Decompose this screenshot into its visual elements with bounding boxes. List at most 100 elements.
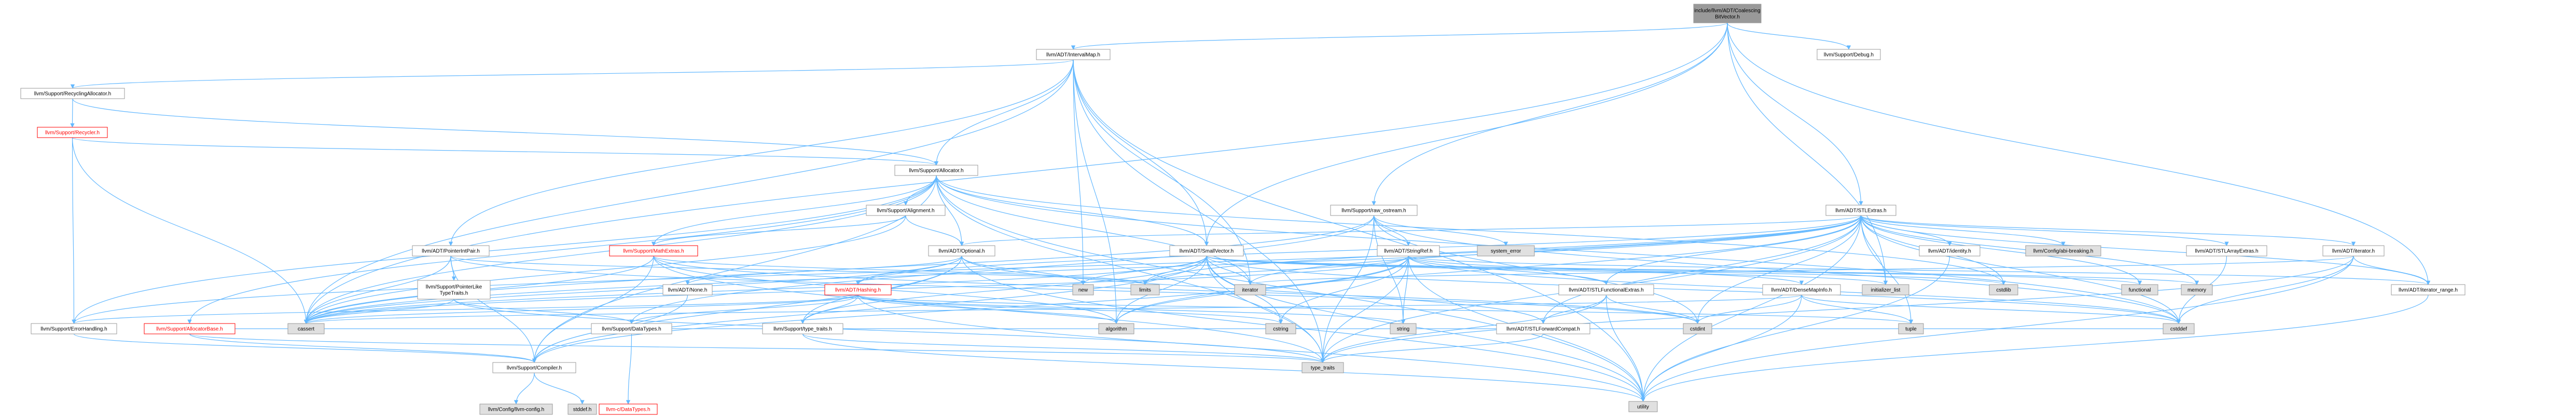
edge-densemapinfo-to-cassert (304, 294, 1802, 324)
edge-hashing-to-string (857, 294, 1405, 324)
edge-allocator-to-alignment (903, 175, 937, 206)
edge-hashing-to-algorithm (857, 294, 1119, 324)
node-box-cstring (1265, 323, 1296, 334)
node-optional[interactable]: llvm/ADT/Optional.h (928, 245, 995, 257)
node-box-allocatorbase (144, 323, 236, 334)
node-label-memory: memory (2187, 288, 2206, 293)
node-memory: memory (2181, 284, 2213, 295)
edge-stlextras-to-stlarrayextras (1860, 215, 2229, 246)
node-box-stlextras (1825, 205, 1896, 216)
edge-intervalmap-to-new (1073, 59, 1086, 285)
node-smallvector[interactable]: llvm/ADT/SmallVector.h (1169, 245, 1244, 257)
node-box-cstddef (2163, 323, 2195, 334)
node-label-debug: llvm/Support/Debug.h (1824, 52, 1874, 58)
node-label-intervalmap: llvm/ADT/IntervalMap.h (1046, 52, 1100, 58)
node-datatypes[interactable]: llvm/Support/DataTypes.h (591, 323, 672, 334)
node-rawostream[interactable]: llvm/Support/raw_ostream.h (1330, 205, 1418, 216)
edge-recycler-to-cassert (72, 137, 309, 324)
node-stlfunctionalextras[interactable]: llvm/ADT/STLFunctionalExtras.h (1558, 284, 1654, 295)
node-stringref[interactable]: llvm/ADT/StringRef.h (1377, 245, 1440, 257)
node-intervalmap[interactable]: llvm/ADT/IntervalMap.h (1036, 49, 1111, 60)
node-box-utility (1628, 401, 1658, 412)
edge-stlextras-to-abibreaking (1860, 215, 2066, 246)
node-stlforwardcompat[interactable]: llvm/ADT/STLForwardCompat.h (1496, 323, 1590, 334)
edge-optional-to-none (685, 255, 962, 285)
node-alignment[interactable]: llvm/Support/Alignment.h (866, 205, 946, 216)
edge-compiler-to-llvmconfig (514, 372, 535, 405)
edge-smallvector-to-cassert (304, 255, 1207, 324)
node-box-cstdint (1683, 323, 1712, 334)
edge-hashing-to-typetraitsllvm (800, 294, 858, 324)
node-abibreaking: llvm/Config/abi-breaking.h (2025, 245, 2101, 257)
node-label-stringref: llvm/ADT/StringRef.h (1384, 249, 1432, 254)
edge-densemapinfo-to-utility (1641, 294, 1802, 402)
node-label-datatypes: llvm/Support/DataTypes.h (602, 327, 661, 332)
node-cstring: cstring (1265, 323, 1296, 334)
node-label-mathextras: llvm/Support/MathExtras.h (623, 249, 684, 254)
node-allocator[interactable]: llvm/Support/Allocator.h (894, 165, 978, 176)
edge-stringref-to-stlfunctionalextras (1408, 255, 1609, 285)
edge-stlextras-to-stlfunctionalextras (1604, 215, 1862, 285)
node-box-system_error (1477, 245, 1535, 257)
edge-stringref-to-limits (1143, 255, 1409, 285)
edge-errorhandling-to-compiler (73, 333, 536, 363)
node-label-cdatatypes: llvm-c/DataTypes.h (606, 407, 650, 413)
node-box-allocator (894, 165, 978, 176)
node-label-none: llvm/ADT/None.h (668, 288, 708, 293)
node-stlextras[interactable]: llvm/ADT/STLExtras.h (1825, 205, 1896, 216)
node-recycler[interactable]: llvm/Support/Recycler.h (37, 127, 108, 138)
node-box-identity (1919, 245, 1981, 257)
edge-iterator_range-to-utility (1641, 294, 2429, 402)
node-mathextras[interactable]: llvm/Support/MathExtras.h (609, 245, 698, 257)
node-type_traits: type_traits (1301, 362, 1344, 373)
node-compiler[interactable]: llvm/Support/Compiler.h (492, 362, 576, 373)
node-recyclingalloc[interactable]: llvm/Support/RecyclingAllocator.h (20, 88, 125, 99)
node-box-cdatatypes (599, 403, 658, 415)
edge-intervalmap-to-type_traits (1073, 59, 1325, 363)
node-cdatatypes[interactable]: llvm-c/DataTypes.h (599, 403, 658, 415)
node-label-hashing: llvm/ADT/Hashing.h (835, 288, 881, 293)
node-pointerintpair[interactable]: llvm/ADT/PointerIntPair.h (412, 245, 490, 257)
node-iterator_range[interactable]: llvm/ADT/iterator_range.h (2391, 284, 2466, 295)
edge-stringref-to-string (1401, 255, 1409, 324)
node-hashing[interactable]: llvm/ADT/Hashing.h (824, 284, 892, 295)
edge-pointerliketypetraits-to-type_traits (453, 299, 1325, 363)
node-box-optional (928, 245, 995, 257)
node-box-hashing (824, 284, 892, 295)
node-box-debug (1817, 49, 1881, 60)
node-cstddef: cstddef (2163, 323, 2195, 334)
edge-pointerliketypetraits-to-cassert (303, 299, 454, 324)
node-box-adtiterator (2322, 245, 2385, 257)
node-label-cstddef: cstddef (2170, 327, 2187, 332)
node-box-iterator_range (2391, 284, 2466, 295)
node-none[interactable]: llvm/ADT/None.h (662, 284, 713, 295)
node-label-optional: llvm/ADT/Optional.h (939, 249, 985, 254)
node-box-algorithm (1098, 323, 1134, 334)
node-adtiterator[interactable]: llvm/ADT/iterator.h (2322, 245, 2385, 257)
node-typetraitsllvm[interactable]: llvm/Support/type_traits.h (762, 323, 843, 334)
edge-hashing-to-cassert (304, 294, 858, 324)
node-label-cassert: cassert (298, 327, 314, 332)
edge-alignment-to-mathextras (651, 215, 906, 246)
node-label-system_error: system_error (1491, 249, 1521, 254)
node-debug[interactable]: llvm/Support/Debug.h (1817, 49, 1881, 60)
node-identity[interactable]: llvm/ADT/identity.h (1919, 245, 1981, 257)
node-allocatorbase[interactable]: llvm/Support/AllocatorBase.h (144, 323, 236, 334)
node-box-errorhandling (31, 323, 117, 334)
node-stlarrayextras[interactable]: llvm/ADT/STLArrayExtras.h (2186, 245, 2267, 257)
node-box-pointerintpair (412, 245, 490, 257)
node-densemapinfo[interactable]: llvm/ADT/DenseMapInfo.h (1762, 284, 1841, 295)
edge-intervalmap-to-algorithm (1073, 59, 1119, 324)
edge-root-to-iterator_range (1727, 22, 2431, 285)
node-errorhandling[interactable]: llvm/Support/ErrorHandling.h (31, 323, 117, 334)
node-box-string (1390, 323, 1417, 334)
edge-stringref-to-iterator_range (1408, 255, 2430, 285)
edge-stlfunctionalextras-to-stlforwardcompat (1541, 294, 1607, 324)
node-label-cstring: cstring (1273, 327, 1288, 332)
edge-adtiterator-to-cstddef (2176, 255, 2354, 324)
edge-stlextras-to-adtiterator (1860, 215, 2356, 246)
node-box-cstdlib (1989, 284, 2018, 295)
